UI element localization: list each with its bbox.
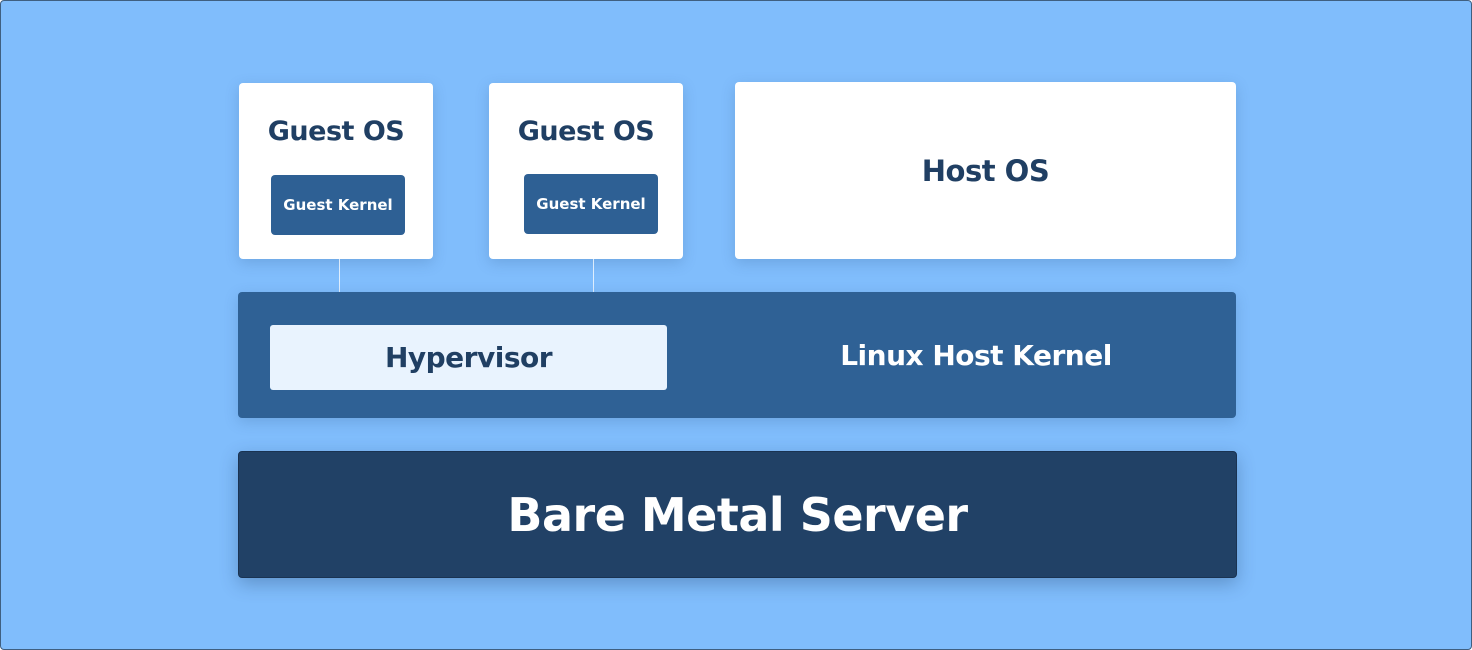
guest-os-title-1: Guest OS	[267, 116, 405, 147]
guest-kernel-chip-2: Guest Kernel	[524, 174, 658, 234]
hypervisor-box: Hypervisor	[270, 325, 667, 390]
guest-2-hypervisor-connector	[593, 234, 594, 325]
guest-1-hypervisor-connector	[339, 235, 340, 325]
guest-os-box-1: Guest OS Guest Kernel	[239, 83, 433, 259]
guest-os-title-2: Guest OS	[517, 116, 655, 147]
bare-metal-server-box: Bare Metal Server	[238, 451, 1237, 578]
guest-kernel-chip-1: Guest Kernel	[271, 175, 405, 235]
guest-os-box-2: Guest OS Guest Kernel	[489, 83, 683, 259]
linux-host-kernel-label: Linux Host Kernel	[840, 338, 1112, 372]
host-os-box: Host OS	[735, 82, 1236, 259]
